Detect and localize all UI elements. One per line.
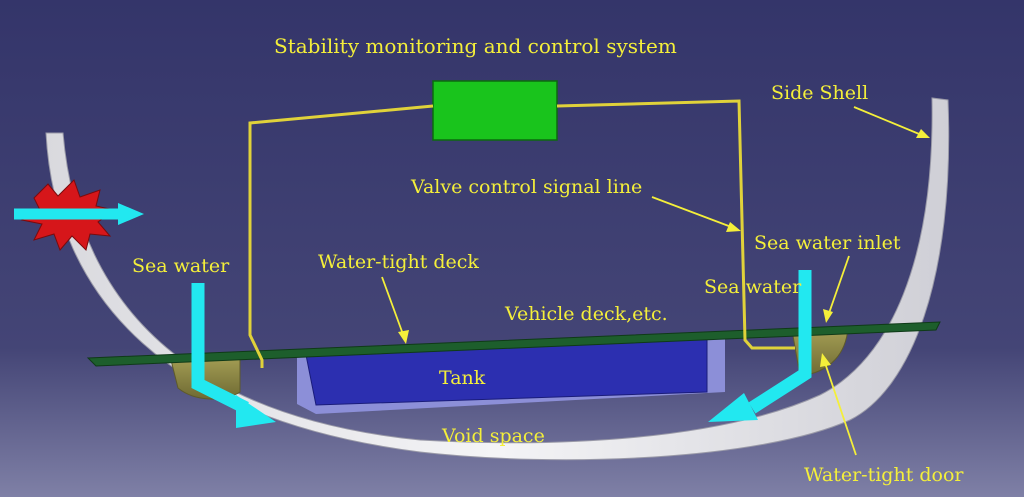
tank-label: Tank xyxy=(439,367,486,389)
water-flow-arrow-icon xyxy=(191,283,276,428)
leader-inlet xyxy=(823,255,850,323)
signal-line-left xyxy=(248,104,434,368)
impact-starburst-icon xyxy=(14,179,144,251)
leader-wt-door xyxy=(820,353,857,456)
water-flow-arrow-icon xyxy=(708,270,812,422)
sea-water-left-label: Sea water xyxy=(132,255,230,277)
water-tight-deck xyxy=(86,321,941,367)
vehicle-deck-label: Vehicle deck,etc. xyxy=(504,303,668,325)
system-label: Stability monitoring and control system xyxy=(274,34,677,58)
leader-side-shell xyxy=(853,106,930,138)
sea-water-right-label: Sea water xyxy=(704,276,802,298)
side-shell xyxy=(45,97,950,461)
leader-wt-deck xyxy=(381,276,409,344)
leader-valve-line xyxy=(651,196,741,232)
void-space-label: Void space xyxy=(441,425,545,447)
wt-door-label: Water-tight door xyxy=(804,464,964,486)
signal-line-right xyxy=(556,99,795,350)
control-system-box xyxy=(432,80,558,141)
inlet-label: Sea water inlet xyxy=(754,232,901,254)
valve-line-label: Valve control signal line xyxy=(410,176,642,198)
wt-deck-label: Water-tight deck xyxy=(318,251,479,273)
water-tight-door-left xyxy=(169,355,241,400)
side-shell-label: Side Shell xyxy=(771,82,868,104)
